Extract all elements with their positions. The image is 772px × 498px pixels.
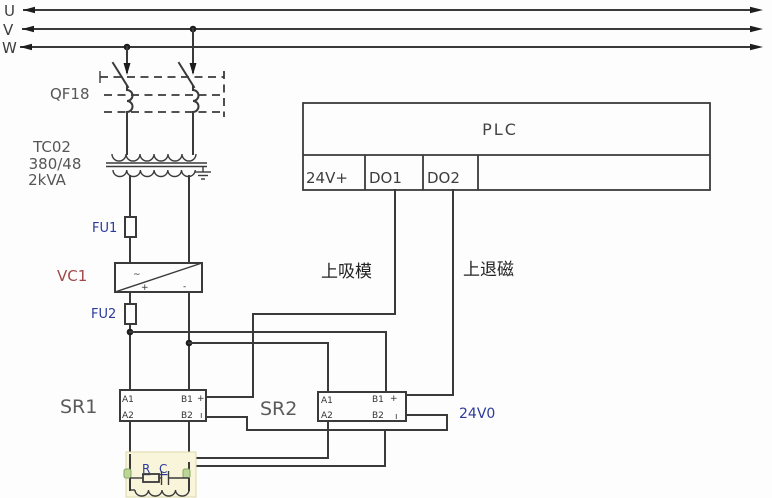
plc-title: PLC [482,120,518,139]
sr2-tick-mark: ı [395,412,398,422]
fuse1-label: FU1 [92,221,117,236]
capacitor-label: C [159,462,167,476]
breaker-blade [177,61,196,89]
sr2-terminal-a1: A1 [321,396,333,406]
rectifier-diagonal [114,262,203,293]
arrow-left-icon [22,25,34,33]
arrow-down-icon [189,63,197,75]
rectifier-plus-mark: + [141,283,149,293]
power-lines: U V W [2,2,763,57]
plc-block: PLC 24V+ DO1 DO2 [302,102,711,191]
breaker-label: QF18 [50,85,90,103]
plus-branch-to-sr2 [129,331,387,393]
minus-branch-to-sr2 [188,342,329,393]
rectifier-label: VC1 [57,267,87,285]
sr1-plus-mark: + [197,394,205,404]
fuse2-label: FU2 [91,307,116,322]
do2-signal-label: 上退磁 [463,260,514,280]
sr2-terminal-b2: B2 [372,411,384,421]
secondary-winding [112,169,196,178]
transformer-name: TC02 [32,138,71,156]
sr1-label: SR1 [60,396,97,418]
transformer-ratio: 380/48 [29,155,82,173]
do2-wire [405,189,454,396]
do1-signal-label: 上吸模 [321,262,372,282]
transformer-rating: 2kVA [28,171,67,189]
sr2-terminal-a2: A2 [321,411,333,421]
rectifier-minus-mark: - [183,282,186,292]
arrow-left-icon [20,43,32,51]
plc-terminal-do1: DO1 [369,169,402,187]
sr1-terminal-a2: A2 [122,411,134,421]
arrow-right-icon [750,25,763,33]
primary-winding [111,153,197,162]
arrow-down-icon [123,63,131,75]
magnet-return-wire [188,429,386,467]
magnet-coil [134,489,190,497]
sr1-terminal-b2: B2 [181,411,193,421]
sr1-tick-mark: ı [200,411,203,421]
plc-output-wires: 上吸模 上退磁 [205,189,514,398]
plc-terminal-24v: 24V+ [306,169,348,187]
sr2-terminal-b1: B1 [372,395,384,405]
do1-wire [205,189,396,398]
transformer-tc02: TC02 380/48 2kVA [28,138,211,189]
plc-terminal-do2: DO2 [427,169,460,187]
magnet-rc-unit: R C [123,451,197,498]
resistor-label: R [142,462,150,476]
terminal-marker [182,468,191,479]
breaker-qf18: QF18 [50,61,225,155]
fuse2-symbol [124,303,137,325]
arrow-right-icon [750,43,763,51]
plc-outline [302,102,711,191]
phase-u-label: U [4,2,15,20]
sr1-box [119,389,207,422]
sr2-label: SR2 [260,398,297,420]
b2-link-24v0 [205,414,448,431]
relay-sr2: SR2 A1 B1 + A2 B2 ı [260,391,407,422]
breaker-blade [111,61,130,89]
sr1-terminal-b1: B1 [181,395,193,405]
breaker-pole-thermal [192,85,200,155]
arrow-left-icon [23,6,35,14]
feeder-taps [123,25,197,75]
phase-v-label: V [3,21,14,39]
fuse1-symbol [124,216,137,238]
sr2-box [317,391,407,422]
arrow-right-icon [750,6,763,14]
breaker-pole-thermal [126,85,134,155]
sr1-terminal-a1: A1 [122,395,134,405]
relay-sr1: SR1 A1 B1 + A2 B2 ı [60,389,207,422]
rectifier-ac-mark: ~ [133,270,141,280]
net-24v0-label: 24V0 [459,406,495,422]
phase-w-label: W [2,39,17,57]
rectifier-branch: FU1 VC1 ~ + - FU2 [57,175,387,393]
terminal-marker [123,468,132,479]
sr2-plus-mark: + [390,394,398,404]
ground-icon [195,166,211,180]
